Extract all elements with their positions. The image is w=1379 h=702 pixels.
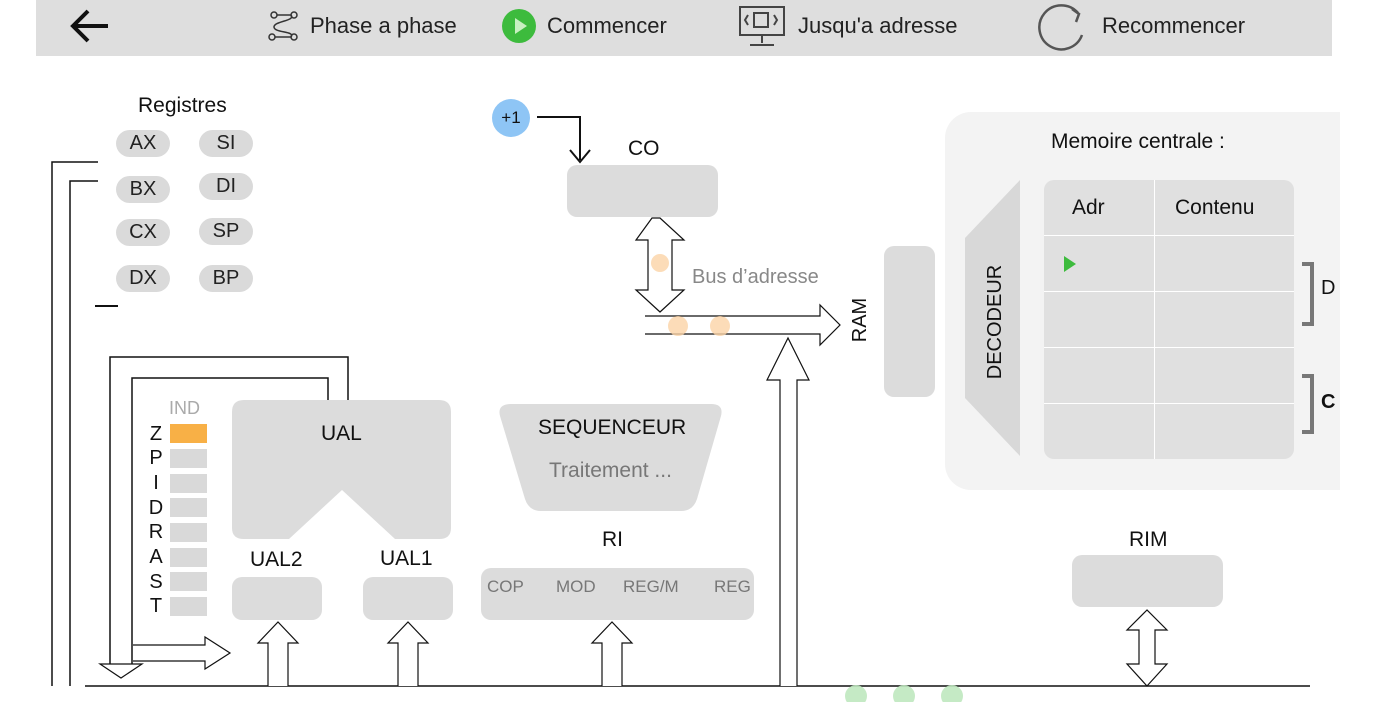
flag-z-indicator bbox=[170, 424, 207, 443]
ram-label: RAM bbox=[849, 297, 871, 343]
flag-s-letter: S bbox=[149, 571, 163, 593]
start-button[interactable]: Commencer bbox=[501, 0, 667, 52]
register-bx[interactable]: BX bbox=[116, 176, 170, 203]
flag-a-letter: A bbox=[149, 546, 163, 568]
flag-s-indicator bbox=[170, 572, 207, 591]
memory-side-label-d: D bbox=[1321, 277, 1336, 299]
phase-label: Phase a phase bbox=[310, 13, 457, 38]
restart-label: Recommencer bbox=[1102, 13, 1246, 38]
register-dx[interactable]: DX bbox=[116, 265, 170, 292]
ri-label: RI bbox=[602, 528, 623, 551]
registers-title: Registres bbox=[138, 94, 227, 117]
arrow-left-icon bbox=[68, 6, 112, 46]
co-label: CO bbox=[628, 137, 660, 160]
register-sp[interactable]: SP bbox=[199, 218, 253, 245]
register-di[interactable]: DI bbox=[199, 173, 253, 200]
flag-p-letter: P bbox=[149, 447, 163, 469]
flag-t-indicator bbox=[170, 597, 207, 616]
sequencer-shape bbox=[499, 404, 722, 511]
ri-field-cop: COP bbox=[487, 577, 524, 596]
ual2-label: UAL2 bbox=[250, 548, 303, 571]
flag-a-indicator bbox=[170, 548, 207, 567]
flag-d-letter: D bbox=[148, 497, 164, 519]
co-increment-badge: +1 bbox=[492, 99, 530, 137]
decoder-shape bbox=[965, 180, 1020, 456]
address-bus-label: Bus d’adresse bbox=[692, 266, 819, 288]
ram-box bbox=[884, 246, 935, 397]
rim-label: RIM bbox=[1129, 528, 1168, 551]
flag-r-letter: R bbox=[148, 521, 164, 543]
flag-t-letter: T bbox=[149, 595, 163, 617]
start-label: Commencer bbox=[547, 13, 667, 38]
memory-col-address: Adr bbox=[1072, 196, 1105, 219]
ri-register-box bbox=[481, 568, 754, 620]
ual1-operand-box bbox=[363, 577, 453, 620]
flag-i-letter: I bbox=[153, 472, 159, 494]
memory-brackets bbox=[1302, 262, 1314, 434]
current-row-play-icon bbox=[1062, 254, 1078, 279]
toolbar: Phase a phase Commencer Jusqu'a adresse bbox=[36, 0, 1332, 56]
sequencer-label: SEQUENCEUR bbox=[538, 416, 687, 439]
address-board-icon bbox=[736, 3, 788, 49]
register-cx[interactable]: CX bbox=[116, 219, 170, 246]
memory-side-label-c: C bbox=[1321, 391, 1336, 413]
run-to-address-button[interactable]: Jusqu'a adresse bbox=[736, 0, 958, 52]
memory-table: Adr Contenu bbox=[1044, 180, 1294, 459]
rim-register-box bbox=[1072, 555, 1223, 607]
restart-button[interactable]: Recommencer bbox=[1032, 0, 1245, 52]
ual2-operand-box bbox=[232, 577, 322, 620]
ri-field-mod: MOD bbox=[556, 577, 596, 596]
flag-p-indicator bbox=[170, 449, 207, 468]
play-circle-icon bbox=[501, 8, 537, 44]
flags-title: IND bbox=[169, 398, 200, 418]
memory-col-content: Contenu bbox=[1175, 196, 1255, 219]
ri-field-reg: REG bbox=[714, 577, 751, 596]
phase-by-phase-button[interactable]: Phase a phase bbox=[266, 0, 457, 52]
flag-i-indicator bbox=[170, 474, 207, 493]
steps-icon bbox=[266, 9, 300, 43]
ual-label: UAL bbox=[321, 422, 362, 445]
flag-r-indicator bbox=[170, 523, 207, 542]
register-ax[interactable]: AX bbox=[116, 130, 170, 157]
memory-title: Memoire centrale : bbox=[1051, 130, 1225, 153]
ri-field-regm: REG/M bbox=[623, 577, 679, 596]
sequencer-status: Traitement ... bbox=[549, 459, 672, 482]
ual1-label: UAL1 bbox=[380, 547, 433, 570]
flag-z-letter: Z bbox=[149, 423, 163, 445]
rotate-icon bbox=[1032, 1, 1092, 51]
flag-d-indicator bbox=[170, 498, 207, 517]
register-si[interactable]: SI bbox=[199, 130, 253, 157]
ual-shape bbox=[232, 400, 451, 539]
back-button[interactable] bbox=[68, 0, 112, 52]
register-bp[interactable]: BP bbox=[199, 265, 253, 292]
goto-label: Jusqu'a adresse bbox=[798, 13, 958, 38]
co-register-box bbox=[567, 165, 718, 217]
decoder-label: DECODEUR bbox=[984, 264, 1006, 380]
